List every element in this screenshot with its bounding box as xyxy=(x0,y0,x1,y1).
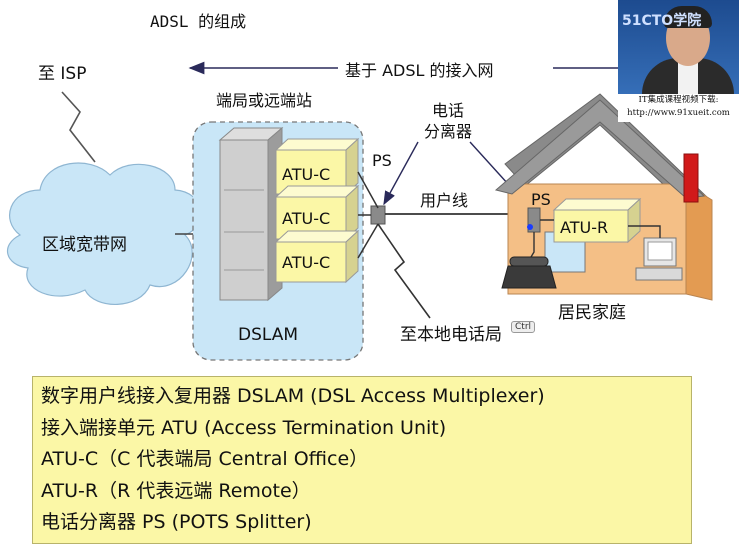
atu-c-label: ATU-C xyxy=(282,209,330,228)
broadband-cloud xyxy=(6,162,202,305)
isp-link-zigzag xyxy=(61,91,96,163)
webcam-logo: 51CTO学院 xyxy=(622,13,702,29)
atu-c-box-side xyxy=(345,229,359,284)
definition-atu-c: ATU-C（C 代表端局 Central Office） xyxy=(41,448,369,470)
definition-ps: 电话分离器 PS (POTS Splitter) xyxy=(41,511,312,533)
ps-home-label: PS xyxy=(531,190,551,209)
local-office-label: 至本地电话局 xyxy=(400,325,502,345)
broadband-label: 区域宽带网 xyxy=(42,235,127,255)
atu-c-splitter-line xyxy=(357,171,379,209)
telephone xyxy=(501,265,557,289)
atu-r-box-side xyxy=(627,197,641,244)
atu-r-computer-line xyxy=(628,225,661,238)
atu-c-label: ATU-C xyxy=(282,165,330,184)
atu-c-box xyxy=(275,241,347,283)
presenter-hair xyxy=(664,6,712,28)
computer-base xyxy=(635,267,683,281)
splitter-pointer xyxy=(383,141,419,206)
computer-screen xyxy=(647,241,673,261)
splitter-label-line1: 电话 xyxy=(432,101,464,120)
presenter-shirt xyxy=(678,60,698,94)
adsl-diagram: 基于 ADSL 的接入网 至 ISP 区域宽带网 端局或远端站 ATU-C AT… xyxy=(6,56,713,361)
to-isp-label: 至 ISP xyxy=(38,64,86,84)
local-office-zigzag xyxy=(377,223,431,319)
definition-dslam: 数字用户线接入复用器 DSLAM (DSL Access Multiplexer… xyxy=(41,385,545,407)
definition-atu: 接入端接单元 ATU (Access Termination Unit) xyxy=(41,416,447,439)
presenter-webcam: 51CTO学院 IT集成课程视频下载: http://www.91xueit.c… xyxy=(618,0,739,122)
splitter-co xyxy=(370,205,386,225)
slide-title: ADSL 的组成 xyxy=(150,12,247,31)
webcam-caption-line2: http://www.91xueit.com xyxy=(627,108,730,118)
dslam-cabinet xyxy=(219,139,269,301)
ctrl-key-badge: Ctrl xyxy=(511,321,536,333)
atu-c-box-top xyxy=(274,185,360,198)
atu-c-splitter-line xyxy=(357,223,379,259)
definition-atu-r: ATU-R（R 代表远端 Remote） xyxy=(41,479,311,502)
splitter-label-line2: 分离器 xyxy=(424,122,472,141)
house-side xyxy=(685,183,713,301)
arrow-label-bg xyxy=(338,56,553,80)
atu-r-label: ATU-R xyxy=(560,218,608,237)
atu-c-label: ATU-C xyxy=(282,253,330,272)
adsl-access-label: 基于 ADSL 的接入网 xyxy=(345,61,494,80)
home-label: 居民家庭 xyxy=(558,303,626,323)
chimney xyxy=(683,153,699,203)
splitter-port xyxy=(527,224,533,230)
telephone-handset xyxy=(509,256,549,267)
user-line-label: 用户线 xyxy=(420,191,468,210)
atu-c-box-top xyxy=(274,138,360,151)
central-office-label: 端局或远端站 xyxy=(216,91,312,110)
ps-co-label: PS xyxy=(372,151,392,170)
atu-c-box-top xyxy=(274,230,360,243)
definitions-box: 数字用户线接入复用器 DSLAM (DSL Access Multiplexer… xyxy=(32,376,692,544)
atu-r-box xyxy=(553,209,629,243)
atu-c-box-side xyxy=(345,184,359,241)
atu-c-box-side xyxy=(345,137,359,196)
webcam-caption: IT集成课程视频下载: http://www.91xueit.com xyxy=(618,94,739,122)
atu-r-box-top xyxy=(552,198,642,211)
webcam-caption-line1: IT集成课程视频下载: xyxy=(638,95,719,105)
dslam-label: DSLAM xyxy=(238,325,298,345)
